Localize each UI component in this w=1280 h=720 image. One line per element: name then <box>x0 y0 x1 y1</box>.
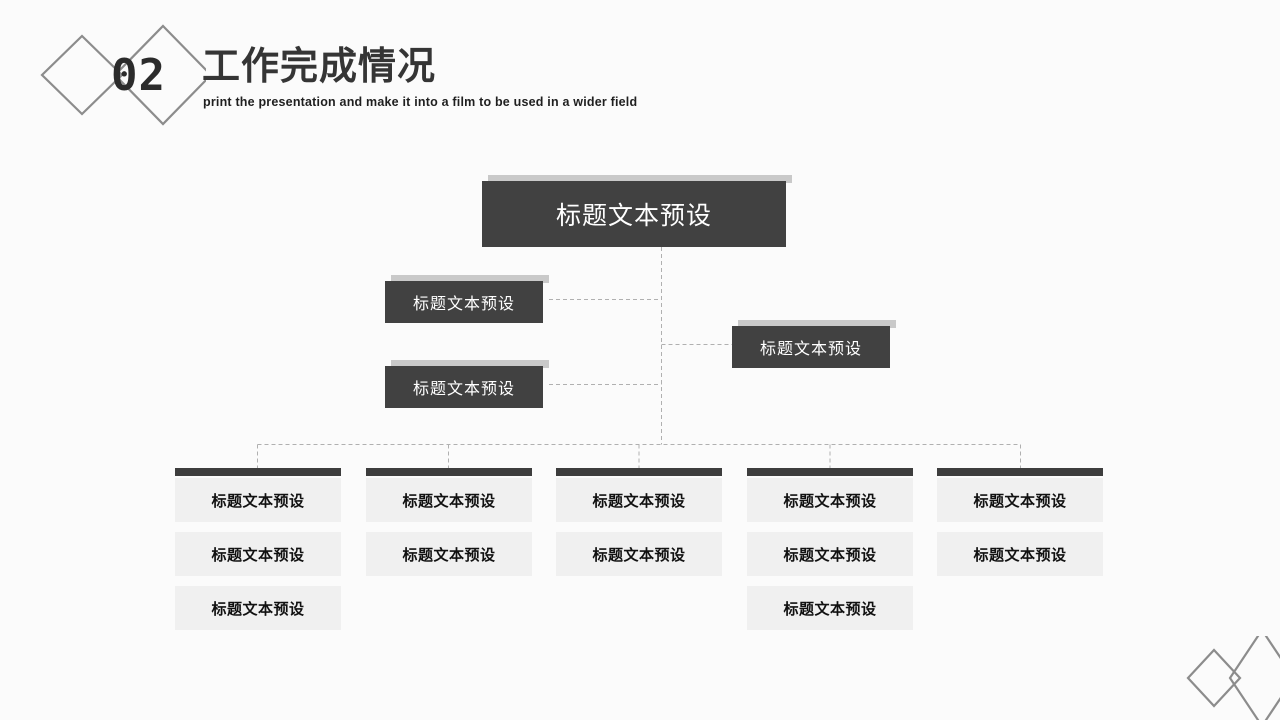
leaf-column-4-topbar <box>747 468 913 476</box>
node-branch-1[interactable]: 标题文本预设 <box>385 275 549 323</box>
leaf-item[interactable]: 标题文本预设 <box>556 532 722 576</box>
leaf-column-1-topbar <box>175 468 341 476</box>
double-diamond-icon <box>40 24 206 126</box>
leaf-column-3: 标题文本预设 标题文本预设 <box>556 468 722 586</box>
node-root-label: 标题文本预设 <box>482 181 786 247</box>
leaf-column-5-topbar <box>937 468 1103 476</box>
leaf-column-5: 标题文本预设 标题文本预设 <box>937 468 1103 586</box>
node-root[interactable]: 标题文本预设 <box>482 175 792 247</box>
leaf-column-2-topbar <box>366 468 532 476</box>
leaf-item[interactable]: 标题文本预设 <box>937 532 1103 576</box>
slide-header: 02 工作完成情况 print the presentation and mak… <box>0 0 1280 140</box>
node-branch-2[interactable]: 标题文本预设 <box>385 360 549 408</box>
node-branch-1-label: 标题文本预设 <box>385 281 543 323</box>
leaf-column-1: 标题文本预设 标题文本预设 标题文本预设 <box>175 468 341 640</box>
leaf-item[interactable]: 标题文本预设 <box>175 586 341 630</box>
node-branch-3[interactable]: 标题文本预设 <box>732 320 896 368</box>
page-subtitle: print the presentation and make it into … <box>203 95 638 109</box>
leaf-item[interactable]: 标题文本预设 <box>366 478 532 522</box>
node-branch-3-cap <box>738 320 896 328</box>
node-branch-2-label: 标题文本预设 <box>385 366 543 408</box>
leaf-column-3-topbar <box>556 468 722 476</box>
leaf-item[interactable]: 标题文本预设 <box>175 478 341 522</box>
leaf-item[interactable]: 标题文本预设 <box>556 478 722 522</box>
node-root-cap <box>488 175 792 183</box>
leaf-item[interactable]: 标题文本预设 <box>937 478 1103 522</box>
leaf-item[interactable]: 标题文本预设 <box>747 532 913 576</box>
node-branch-3-label: 标题文本预设 <box>732 326 890 368</box>
leaf-column-4: 标题文本预设 标题文本预设 标题文本预设 <box>747 468 913 640</box>
section-number: 02 <box>111 50 166 101</box>
page-title: 工作完成情况 <box>202 46 437 88</box>
leaf-item[interactable]: 标题文本预设 <box>366 532 532 576</box>
leaf-item[interactable]: 标题文本预设 <box>747 478 913 522</box>
leaf-item[interactable]: 标题文本预设 <box>747 586 913 630</box>
node-branch-2-cap <box>391 360 549 368</box>
node-branch-1-cap <box>391 275 549 283</box>
leaf-column-2: 标题文本预设 标题文本预设 <box>366 468 532 586</box>
double-diamond-icon <box>1186 636 1280 720</box>
leaf-item[interactable]: 标题文本预设 <box>175 532 341 576</box>
